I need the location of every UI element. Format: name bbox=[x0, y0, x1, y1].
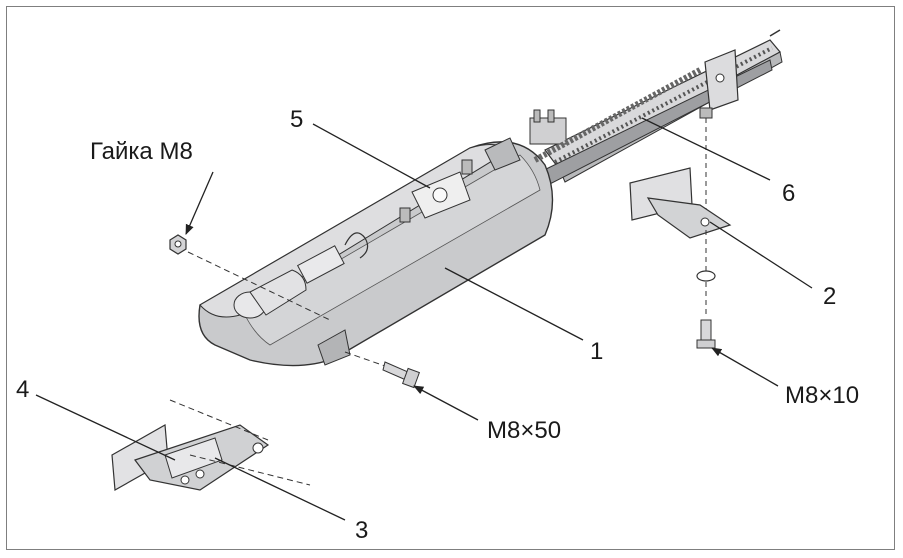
leader-bolt50 bbox=[413, 385, 479, 421]
drive-screw bbox=[533, 67, 702, 163]
label-bolt50: M8×50 bbox=[487, 417, 562, 444]
motor-body bbox=[198, 137, 554, 367]
ceiling-bracket bbox=[629, 167, 732, 239]
label-bolt10: M8×10 bbox=[785, 382, 860, 409]
rail-part bbox=[539, 29, 783, 186]
rail-end-bracket bbox=[699, 49, 739, 215]
label-2: 2 bbox=[823, 283, 837, 310]
label-1: 1 bbox=[590, 338, 604, 365]
label-4: 4 bbox=[16, 376, 30, 403]
nut-m8 bbox=[169, 234, 331, 321]
diagram-frame bbox=[6, 6, 895, 550]
carriage-bracket bbox=[529, 109, 567, 145]
bolt-m8x50 bbox=[344, 351, 421, 389]
bolt-m8x10 bbox=[696, 230, 716, 349]
label-5: 5 bbox=[290, 106, 304, 133]
label-nut: Гайка M8 bbox=[90, 138, 193, 165]
leader-nut bbox=[185, 171, 214, 235]
door-bracket bbox=[111, 399, 311, 491]
label-3: 3 bbox=[355, 517, 369, 544]
leader-1 bbox=[444, 267, 584, 341]
leader-bolt10 bbox=[711, 347, 779, 387]
leader-5 bbox=[312, 123, 431, 189]
label-6: 6 bbox=[782, 180, 796, 207]
leader-2 bbox=[709, 221, 813, 289]
leader-4 bbox=[35, 394, 176, 461]
leader-6 bbox=[641, 117, 771, 181]
leader-3 bbox=[214, 457, 346, 521]
